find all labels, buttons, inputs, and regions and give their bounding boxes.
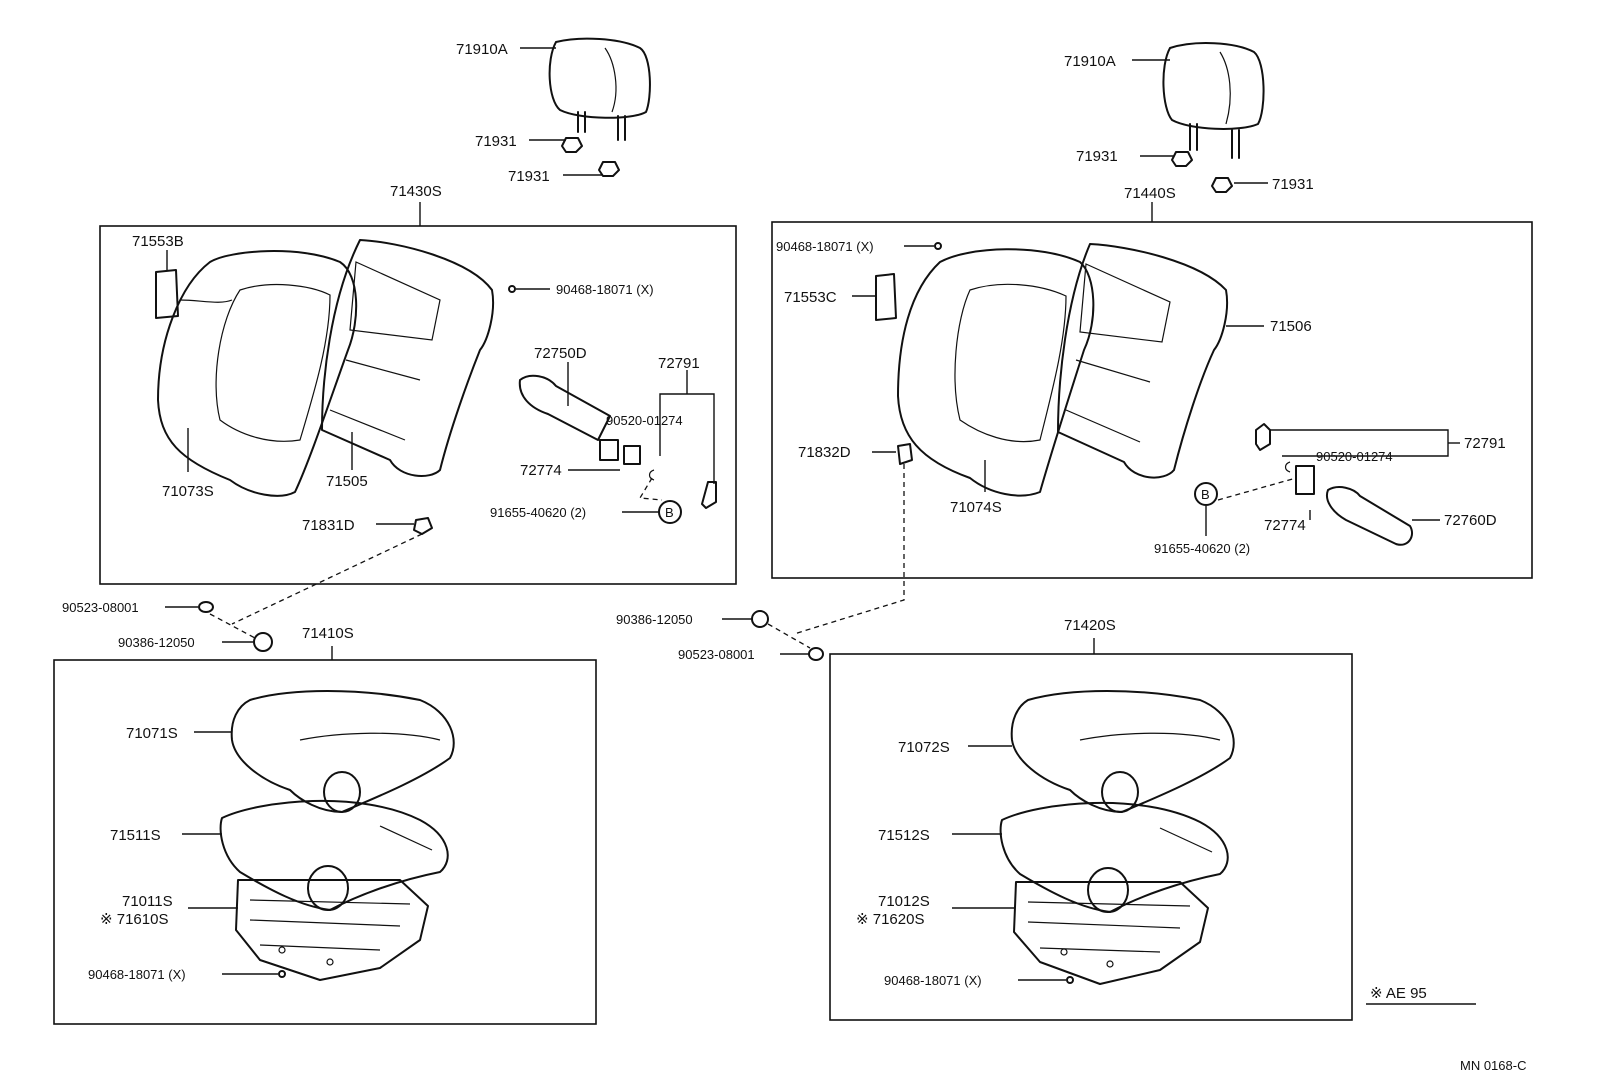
label-track-left-1: 71011S — [122, 893, 173, 910]
seat-track-right — [1013, 881, 1209, 985]
label-guide-left-2: 71931 — [508, 168, 550, 185]
washer-mid-right — [808, 647, 824, 661]
screw-left-bottom — [278, 970, 286, 978]
label-screw-left-top: 90468-18071 (X) — [556, 282, 654, 297]
link-left — [701, 481, 717, 509]
guide-left-2 — [598, 161, 620, 177]
label-cushion-frame-left: 71511S — [110, 827, 161, 844]
link-right — [1255, 423, 1271, 451]
back-cover-right — [897, 248, 1095, 497]
label-track-right-2: ※ 71620S — [856, 911, 924, 928]
label-back-assy-left: 71430S — [390, 183, 442, 200]
nut-mid-left — [253, 632, 273, 652]
screw-right-top — [934, 242, 942, 250]
label-hinge-cover-left: 71831D — [302, 517, 355, 534]
label-cushion-frame-right: 71512S — [878, 827, 930, 844]
label-back-cover-right: 71074S — [950, 499, 1002, 516]
back-cover-left — [157, 250, 358, 497]
label-back-assy-right: 71440S — [1124, 185, 1176, 202]
label-nut-mid-left: 90386-12050 — [118, 635, 195, 650]
washer-left — [648, 469, 655, 481]
label-back-frame-right: 71506 — [1270, 318, 1312, 335]
screw-right-bottom — [1066, 976, 1074, 984]
recliner-adjuster-right — [1295, 465, 1414, 546]
label-hinge-cover-right: 71832D — [798, 444, 851, 461]
label-spring-right: 72774 — [1264, 517, 1306, 534]
label-cushion-cover-right: 71072S — [898, 739, 950, 756]
screw-left-top — [508, 285, 516, 293]
label-washer-mid-left: 90523-08001 — [62, 600, 139, 615]
label-headrest-right: 71910A — [1064, 53, 1116, 70]
label-cushion-assy-right: 71420S — [1064, 617, 1116, 634]
cushion-assy-left-box — [53, 659, 597, 1025]
guide-right-1 — [1171, 151, 1193, 167]
recliner-adjuster-left — [518, 374, 641, 465]
label-cushion-cover-left: 71071S — [126, 725, 178, 742]
washer-right — [1284, 461, 1291, 473]
label-washer-right: 90520-01274 — [1316, 449, 1393, 464]
emblem-right — [875, 273, 897, 321]
diagram-code: MN 0168-C — [1460, 1058, 1526, 1073]
cushion-frame-left — [219, 799, 449, 911]
label-back-frame-left: 71505 — [326, 473, 368, 490]
label-spring-left: 72774 — [520, 462, 562, 479]
label-adjuster-left: 72750D — [534, 345, 587, 362]
ref-b-right — [1194, 482, 1218, 506]
label-bolt-right: 91655-40620 (2) — [1154, 541, 1250, 556]
label-adjuster-right: 72760D — [1444, 512, 1497, 529]
cushion-cover-right — [1010, 690, 1235, 813]
label-screw-right-top: 90468-18071 (X) — [776, 239, 874, 254]
label-ref-b-right: B — [1201, 487, 1210, 502]
label-washer-left: 90520-01274 — [606, 413, 683, 428]
label-track-left-2: ※ 71610S — [100, 911, 168, 928]
label-emblem-right: 71553C — [784, 289, 837, 306]
note-model: ※ AE 95 — [1370, 985, 1427, 1002]
label-guide-right-2: 71931 — [1272, 176, 1314, 193]
hinge-cover-left — [413, 517, 433, 535]
nut-mid-right — [751, 610, 769, 628]
headrest-left — [548, 37, 651, 141]
label-set-right: 72791 — [1464, 435, 1506, 452]
headrest-right — [1162, 42, 1265, 159]
label-back-cover-left: 71073S — [162, 483, 214, 500]
washer-mid-left — [198, 601, 214, 613]
label-screw-right-bottom: 90468-18071 (X) — [884, 973, 982, 988]
cushion-cover-left — [230, 690, 455, 813]
hinge-cover-right — [897, 443, 913, 465]
label-screw-left-bottom: 90468-18071 (X) — [88, 967, 186, 982]
label-emblem-left: 71553B — [132, 233, 184, 250]
label-track-right-1: 71012S — [878, 893, 930, 910]
back-frame-left — [321, 239, 495, 477]
guide-left-1 — [561, 137, 583, 153]
guide-right-2 — [1211, 177, 1233, 193]
label-cushion-assy-left: 71410S — [302, 625, 354, 642]
back-frame-right — [1057, 243, 1229, 479]
label-ref-b-left: B — [665, 505, 674, 520]
label-nut-mid-right: 90386-12050 — [616, 612, 693, 627]
emblem-left — [155, 269, 179, 319]
cushion-frame-right — [999, 801, 1229, 913]
label-headrest-left: 71910A — [456, 41, 508, 58]
label-set-left: 72791 — [658, 355, 700, 372]
back-assy-left-box — [99, 225, 737, 585]
label-guide-left-1: 71931 — [475, 133, 517, 150]
label-washer-mid-right: 90523-08001 — [678, 647, 755, 662]
label-guide-right-1: 71931 — [1076, 148, 1118, 165]
cushion-assy-right-box — [829, 653, 1353, 1021]
seat-track-left — [235, 879, 429, 981]
label-bolt-left: 91655-40620 (2) — [490, 505, 586, 520]
